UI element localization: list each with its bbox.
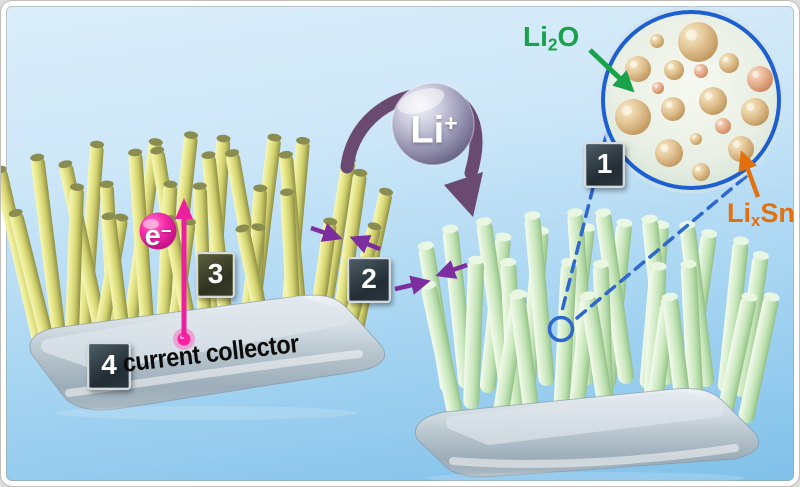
tin-nanowires-lithiated: [417, 208, 780, 444]
right-electrode: [415, 208, 780, 484]
li-ion-label: Li+: [391, 98, 477, 152]
step-3-number: 3: [207, 258, 224, 289]
li-ion-superscript: +: [444, 110, 458, 136]
electron-main: e: [144, 220, 161, 253]
lixsn-tail: Sn: [760, 198, 795, 228]
step-4-number: 4: [101, 349, 117, 380]
step-4-badge: 4: [87, 342, 131, 390]
left-slab-reflection: [56, 406, 356, 420]
li2o-main: Li: [523, 21, 548, 52]
right-slab-reflection: [426, 472, 746, 484]
right-slab-top-face: [446, 391, 724, 445]
li2o-tail: O: [557, 21, 580, 52]
electron-label: e−: [132, 210, 184, 252]
step-2-badge: 2: [347, 257, 391, 303]
electron-flow-arrow: [173, 198, 195, 350]
li2o-subscript: 2: [547, 34, 558, 55]
li2o-arrow: [588, 48, 635, 93]
alloy-inset-circle: [597, 6, 785, 194]
step-3-badge: 3: [196, 252, 235, 298]
lixsn-label: LixSn: [727, 198, 795, 231]
li-ion-main: Li: [410, 109, 445, 152]
electron-superscript: −: [160, 221, 172, 241]
step-1-badge: 1: [584, 142, 625, 188]
electron-icon: [139, 212, 177, 250]
step-1-number: 1: [596, 148, 613, 179]
lixsn-subscript: x: [751, 211, 761, 231]
lixsn-main: Li: [727, 198, 751, 228]
right-slab-gloss: [449, 444, 739, 468]
alloy-particles: [615, 22, 773, 181]
lixsn-arrow: [738, 150, 761, 198]
li2o-label: Li2O: [523, 21, 579, 55]
li-ion-sphere: [391, 82, 475, 166]
ion-insertion-arrows: [310, 223, 468, 295]
step-2-number: 2: [361, 263, 377, 294]
